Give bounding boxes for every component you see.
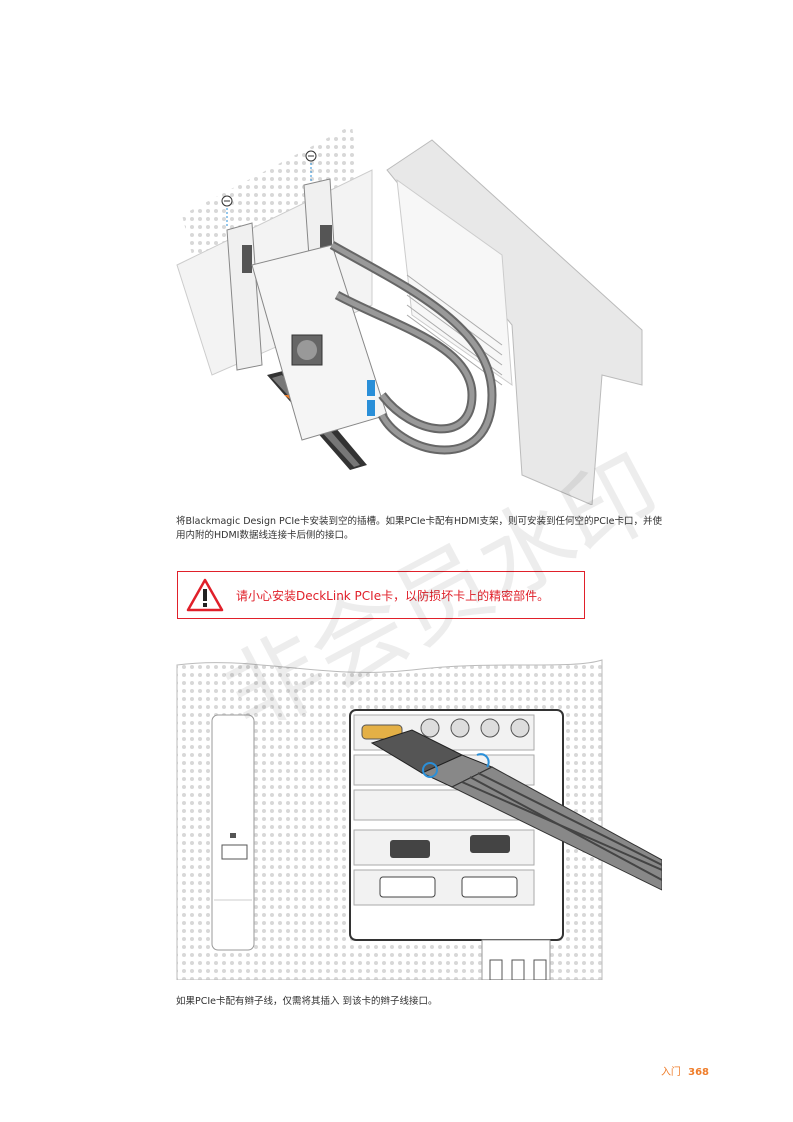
warning-box: 请小心安装DeckLink PCIe卡，以防损坏卡上的精密部件。: [177, 571, 585, 619]
page-footer: 入门 368: [661, 1063, 709, 1078]
warning-text: 请小心安装DeckLink PCIe卡，以防损坏卡上的精密部件。: [236, 589, 550, 603]
screw-icon: [305, 150, 317, 183]
warning-triangle-icon: [186, 578, 224, 612]
caption-install-card: 将Blackmagic Design PCIe卡安装到空的插槽。如果PCIe卡配…: [176, 516, 662, 541]
caption-breakout-cable: 如果PCIe卡配有辫子线，仅需将其插入 到该卡的辫子线接口。: [176, 996, 438, 1007]
card-installation-illustration: [176, 125, 643, 505]
page-number: 368: [688, 1067, 709, 1078]
section-label: 入门: [660, 1067, 681, 1078]
screw-icon: [221, 195, 233, 227]
breakout-cable-illustration: [176, 659, 662, 980]
